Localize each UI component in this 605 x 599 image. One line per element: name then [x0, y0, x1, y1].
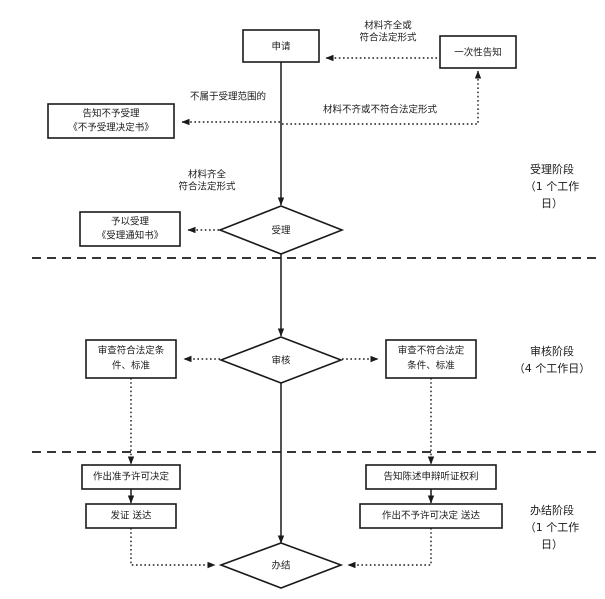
node-apply[interactable]	[242, 29, 320, 63]
node-apply-label: 申请	[271, 41, 291, 53]
node-issue-deliver-label: 发证 送达	[110, 510, 152, 522]
node-accept-label: 受理	[271, 225, 291, 237]
stage-label-acceptance-line1: 受理阶段	[530, 162, 574, 176]
node-accept-notice-label-line1: 予以受理	[111, 216, 150, 228]
stage-label-review-line1: 审核阶段	[530, 344, 574, 358]
node-accept-notice-label-line2: 《受理通知书》	[97, 230, 164, 242]
edge-label-not-in-scope: 不属于受理范围的	[190, 91, 266, 103]
node-accept-notice[interactable]	[79, 211, 181, 247]
edge-label-materials-incomplete: 材料不齐或不符合法定形式	[323, 104, 438, 116]
stage-label-completion-line3: 日）	[541, 538, 563, 551]
node-issue-deliver[interactable]	[85, 503, 177, 529]
stage-label-review-line2: （4 个工作日）	[514, 362, 591, 375]
edge-issue-to-complete	[130, 528, 216, 569]
edge-label-materials-ok-line2: 符合法定形式	[359, 32, 417, 44]
edge-deny-to-complete	[347, 528, 432, 569]
node-reject-notice-label-line2: 《不予受理决定书》	[68, 122, 154, 134]
edge-label-materials-ok-line1: 材料齐全或	[364, 20, 412, 32]
edge-label-materials-complete-line2: 符合法定形式	[178, 181, 236, 193]
stage-label-acceptance-line3: 日）	[541, 197, 563, 210]
node-review-pass-label-line1: 审查符合法定条	[98, 345, 165, 357]
node-reject-notice[interactable]	[47, 103, 175, 139]
edge-label-materials-complete-line1: 材料齐全	[188, 169, 227, 181]
node-complete-label: 办结	[271, 560, 290, 572]
stage-label-acceptance-line2: （1 个工作	[525, 180, 580, 193]
node-grant-decision[interactable]	[81, 464, 181, 490]
node-rights-notice[interactable]	[365, 464, 497, 490]
node-one-time-notice[interactable]	[439, 35, 517, 69]
node-review-label: 审核	[271, 355, 291, 367]
node-review-fail[interactable]	[385, 339, 477, 379]
node-grant-decision-label: 作出准予许可决定	[93, 471, 170, 483]
node-review-pass[interactable]	[85, 339, 177, 379]
node-rights-notice-label: 告知陈述申辩听证权利	[383, 471, 478, 483]
node-review-fail-label-line2: 条件、标准	[407, 360, 455, 372]
stage-label-completion-line1: 办结阶段	[530, 503, 574, 517]
node-complete[interactable]	[218, 542, 344, 589]
node-reject-notice-label-line1: 告知不予受理	[82, 108, 140, 120]
stage-label-completion-line2: （1 个工作	[525, 521, 580, 534]
node-review-fail-label-line1: 审查不符合法定	[398, 345, 465, 357]
node-review-pass-label-line2: 件、标准	[112, 360, 151, 372]
node-one-time-notice-label: 一次性告知	[454, 47, 502, 59]
node-deny-decision-label: 作出不予许可决定 送达	[382, 510, 481, 522]
edge-spine-to-one-time-notice	[282, 70, 482, 125]
